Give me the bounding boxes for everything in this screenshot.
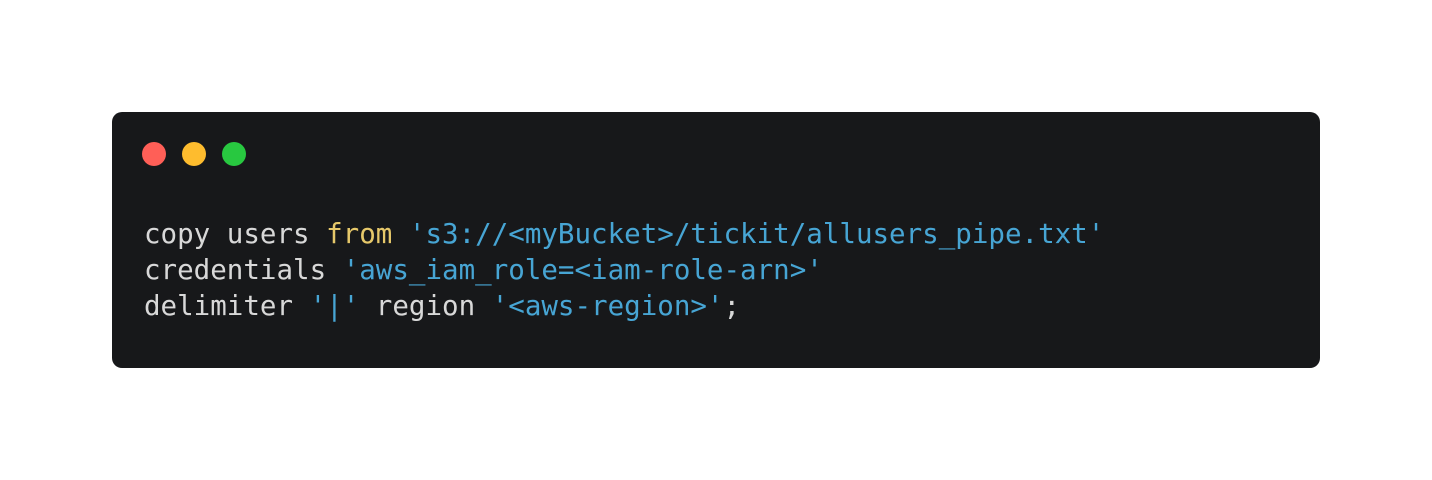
code-token: credentials bbox=[144, 254, 343, 286]
code-token-string: 'aws_iam_role=<iam-role-arn>' bbox=[342, 254, 823, 286]
code-token: ; bbox=[723, 290, 741, 322]
window-controls bbox=[142, 142, 246, 166]
zoom-button[interactable] bbox=[222, 142, 246, 166]
code-token-keyword: from bbox=[326, 218, 393, 250]
code-window: copy users from 's3://<myBucket>/tickit/… bbox=[112, 112, 1320, 368]
code-line: delimiter '|' region '<aws-region>'; bbox=[144, 288, 1104, 324]
code-token-string: 's3://<myBucket>/tickit/allusers_pipe.tx… bbox=[408, 218, 1105, 250]
code-block: copy users from 's3://<myBucket>/tickit/… bbox=[144, 216, 1104, 324]
code-token-string: '<aws-region>' bbox=[491, 290, 724, 322]
code-token: delimiter bbox=[144, 290, 310, 322]
minimize-button[interactable] bbox=[182, 142, 206, 166]
close-button[interactable] bbox=[142, 142, 166, 166]
code-line: copy users from 's3://<myBucket>/tickit/… bbox=[144, 216, 1104, 252]
code-line: credentials 'aws_iam_role=<iam-role-arn>… bbox=[144, 252, 1104, 288]
code-token-string: '|' bbox=[309, 290, 360, 322]
code-token: copy users bbox=[144, 218, 327, 250]
code-token bbox=[392, 218, 409, 250]
code-token: region bbox=[359, 290, 492, 322]
